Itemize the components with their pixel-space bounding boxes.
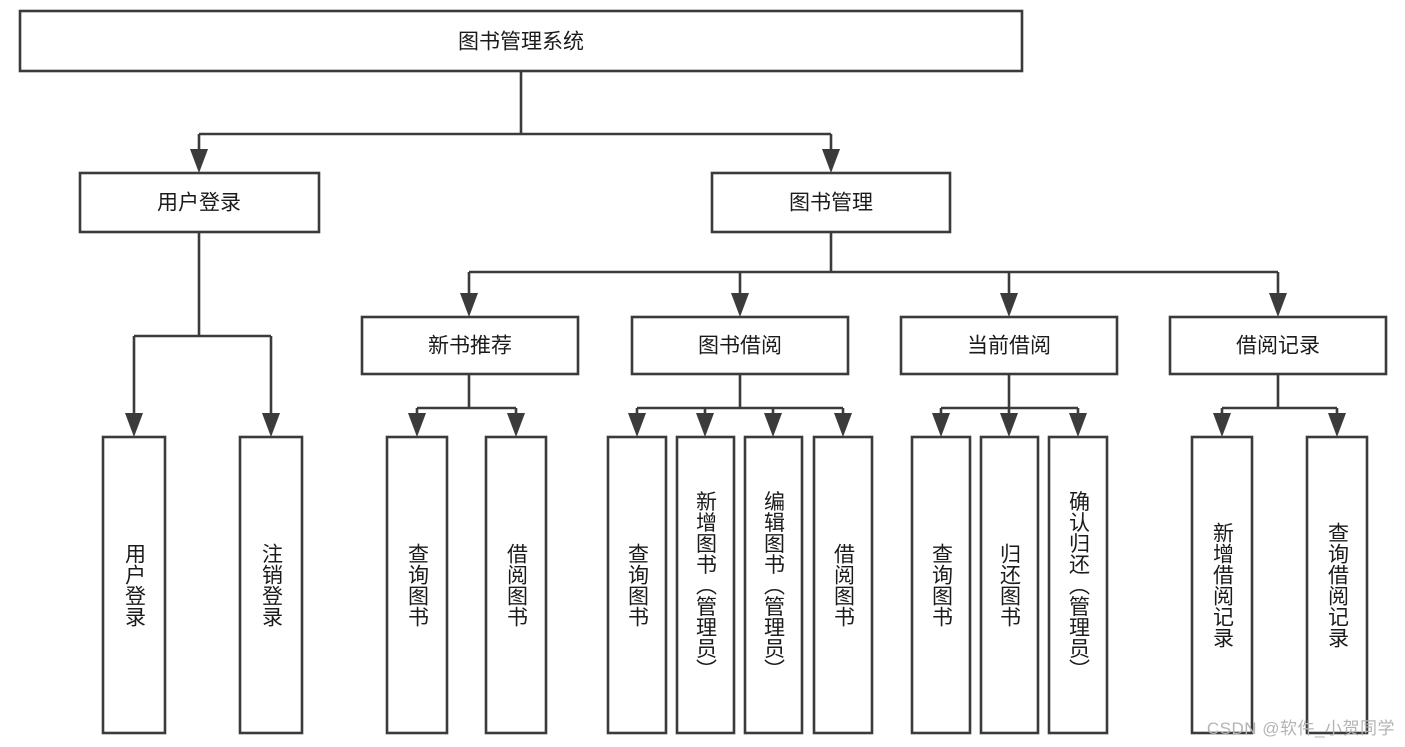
- node-leaf-add-record[interactable]: 新增借阅记录: [1190, 435, 1254, 735]
- node-leaf-add-book-box[interactable]: [675, 435, 736, 735]
- node-new-book-recommend[interactable]: 新书推荐: [360, 315, 580, 376]
- node-leaf-logout-box[interactable]: [238, 435, 304, 735]
- node-leaf-query-book-1-box[interactable]: [385, 435, 449, 735]
- node-leaf-return-book-label: 归还图书: [998, 543, 1022, 627]
- node-book-borrow-label: 图书借阅: [698, 335, 782, 358]
- node-leaf-logout-label: 注销登录: [260, 543, 284, 627]
- node-leaf-user-login[interactable]: 用户登录: [101, 435, 167, 735]
- connector-user-login-bus: [132, 232, 273, 420]
- connector-layer: [125, 71, 1346, 437]
- arrow-to-borrow-record: [1269, 293, 1287, 317]
- arrow-to-leaf-edit-book: [764, 413, 782, 437]
- node-leaf-add-record-box[interactable]: [1190, 435, 1254, 735]
- arrow-to-leaf-query-book-1: [408, 413, 426, 437]
- arrow-to-user-login: [190, 149, 208, 173]
- node-leaf-borrow-book-1[interactable]: 借阅图书: [484, 435, 548, 735]
- arrow-to-new-book-recommend: [460, 293, 478, 317]
- node-leaf-borrow-book-1-box[interactable]: [484, 435, 548, 735]
- node-leaf-return-book[interactable]: 归还图书: [979, 435, 1040, 735]
- node-current-borrow-box[interactable]: [899, 315, 1119, 376]
- node-leaf-query-record[interactable]: 查询借阅记录: [1305, 435, 1369, 735]
- node-leaf-return-book-box[interactable]: [979, 435, 1040, 735]
- arrow-to-leaf-user-login: [125, 413, 143, 437]
- node-current-borrow-label: 当前借阅: [967, 335, 1051, 358]
- connector-book-borrow-bus: [635, 374, 845, 420]
- node-leaf-add-book[interactable]: 新增图书（管理员）: [675, 435, 736, 735]
- arrow-to-leaf-query-book-3: [932, 413, 950, 437]
- node-leaf-user-login-box[interactable]: [101, 435, 167, 735]
- node-leaf-edit-book-label: 编辑图书（管理员）: [762, 491, 786, 680]
- node-leaf-query-book-3[interactable]: 查询图书: [910, 435, 972, 735]
- node-root[interactable]: 图书管理系统: [18, 9, 1024, 73]
- node-borrow-record[interactable]: 借阅记录: [1168, 315, 1388, 376]
- node-leaf-add-record-label: 新增借阅记录: [1211, 522, 1235, 648]
- arrow-to-leaf-query-record: [1328, 413, 1346, 437]
- arrow-to-leaf-return-book: [1000, 413, 1018, 437]
- node-leaf-query-record-label: 查询借阅记录: [1326, 522, 1350, 648]
- node-user-login-box[interactable]: [78, 171, 321, 234]
- arrow-to-leaf-logout: [262, 413, 280, 437]
- node-leaf-add-book-label: 新增图书（管理员）: [694, 491, 718, 680]
- arrow-to-leaf-add-book: [696, 413, 714, 437]
- csdn-watermark: CSDN @软件_小贺同学: [1206, 719, 1395, 738]
- node-book-manage[interactable]: 图书管理: [710, 171, 952, 234]
- node-leaf-edit-book[interactable]: 编辑图书（管理员）: [743, 435, 804, 735]
- node-root-label: 图书管理系统: [458, 31, 584, 54]
- node-new-book-recommend-box[interactable]: [360, 315, 580, 376]
- node-book-manage-label: 图书管理: [789, 192, 873, 215]
- arrow-to-leaf-confirm-return: [1069, 413, 1087, 437]
- arrow-to-leaf-add-record: [1213, 413, 1231, 437]
- node-leaf-query-book-1[interactable]: 查询图书: [385, 435, 449, 735]
- node-leaf-borrow-book-2-box[interactable]: [812, 435, 874, 735]
- node-user-login[interactable]: 用户登录: [78, 171, 321, 234]
- node-root-box[interactable]: [18, 9, 1024, 73]
- node-leaf-logout[interactable]: 注销登录: [238, 435, 304, 735]
- connector-book-manage-bus: [467, 232, 1280, 300]
- arrow-to-book-borrow: [731, 293, 749, 317]
- node-leaf-query-book-3-box[interactable]: [910, 435, 972, 735]
- node-borrow-record-box[interactable]: [1168, 315, 1388, 376]
- connector-root-bus: [197, 71, 833, 156]
- node-current-borrow[interactable]: 当前借阅: [899, 315, 1119, 376]
- node-book-borrow-box[interactable]: [630, 315, 850, 376]
- node-new-book-recommend-label: 新书推荐: [428, 335, 512, 358]
- node-leaf-borrow-book-2[interactable]: 借阅图书: [812, 435, 874, 735]
- node-book-manage-box[interactable]: [710, 171, 952, 234]
- node-leaf-query-book-2[interactable]: 查询图书: [606, 435, 668, 735]
- node-leaf-confirm-return-box[interactable]: [1047, 435, 1109, 735]
- arrow-to-current-borrow: [1000, 293, 1018, 317]
- arrow-to-leaf-borrow-book-2: [834, 413, 852, 437]
- node-leaf-borrow-book-2-label: 借阅图书: [832, 543, 856, 627]
- arrow-to-leaf-borrow-book-1: [507, 413, 525, 437]
- node-leaf-edit-book-box[interactable]: [743, 435, 804, 735]
- node-borrow-record-label: 借阅记录: [1236, 335, 1320, 358]
- arrow-to-leaf-query-book-2: [628, 413, 646, 437]
- node-leaf-query-record-box[interactable]: [1305, 435, 1369, 735]
- node-leaf-confirm-return-label: 确认归还（管理员）: [1067, 491, 1091, 680]
- node-leaf-borrow-book-1-label: 借阅图书: [505, 543, 529, 627]
- arrow-to-book-manage: [822, 149, 840, 173]
- node-leaf-confirm-return[interactable]: 确认归还（管理员）: [1047, 435, 1109, 735]
- node-leaf-query-book-2-box[interactable]: [606, 435, 668, 735]
- node-leaf-query-book-1-label: 查询图书: [406, 543, 430, 627]
- node-leaf-user-login-label: 用户登录: [123, 543, 147, 627]
- node-leaf-query-book-3-label: 查询图书: [930, 543, 954, 627]
- node-leaf-query-book-2-label: 查询图书: [626, 543, 650, 627]
- node-book-borrow[interactable]: 图书借阅: [630, 315, 850, 376]
- node-user-login-label: 用户登录: [157, 192, 241, 215]
- connector-borrow-record-bus: [1220, 374, 1339, 420]
- connector-new-book-recommend-bus: [415, 374, 518, 420]
